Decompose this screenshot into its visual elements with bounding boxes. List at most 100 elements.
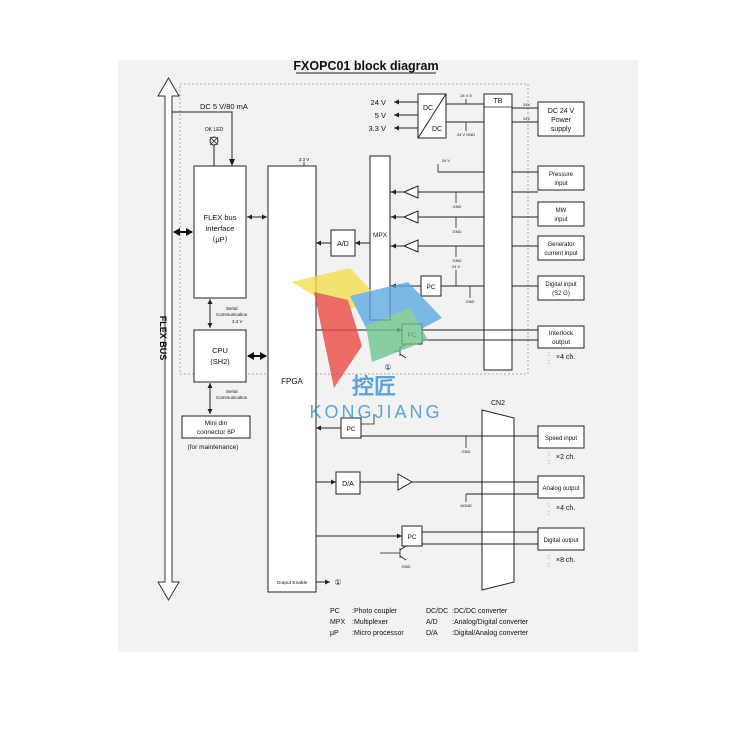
pc1-label: PC — [426, 284, 435, 291]
digin1: Digital input — [545, 282, 577, 288]
power-supply-block — [537, 101, 585, 137]
serial1: Serial — [226, 306, 238, 311]
gen1: Generator — [547, 242, 574, 248]
watermark-shape-green — [366, 308, 428, 362]
comm2: Communication — [216, 395, 248, 400]
flex-line2: interface — [206, 224, 235, 233]
fpga-3v: 3.3 V — [299, 157, 310, 162]
legend-abbr-2: μP — [330, 630, 339, 637]
legend: PC :Photo coupler MPX :Multiplexer μP :M… — [330, 608, 529, 637]
cn2-connector — [481, 409, 515, 591]
mini-line1: Mini din — [205, 420, 228, 427]
dcdc-top: DC — [423, 105, 433, 112]
ok-led-label: OK LED — [205, 127, 224, 133]
svg-text::: : — [548, 563, 550, 569]
maintenance-label: (for maintenance) — [188, 444, 239, 451]
tb-block — [483, 93, 513, 371]
svg-text::: : — [548, 352, 550, 358]
legend-abbr-4: A/D — [426, 619, 438, 626]
svg-text::: : — [548, 460, 550, 466]
gnd-4: GND — [466, 299, 475, 304]
digout: Digital output — [543, 538, 578, 544]
module-outline — [179, 83, 529, 375]
legend-desc-1: :Multiplexer — [352, 619, 388, 626]
gnd-3: GND — [453, 258, 462, 263]
mw-input-block — [537, 201, 585, 227]
gnd-6: GND — [402, 564, 411, 569]
digital-input-block — [537, 275, 585, 301]
diagram-title: FXOPC01 block diagram — [293, 59, 438, 73]
mw2: input — [554, 217, 567, 223]
legend-desc-2: :Micro processor — [352, 630, 404, 637]
pressure1: Pressure — [549, 172, 574, 178]
legend-abbr-5: D/A — [426, 630, 438, 637]
dc-input-arrow-icon — [229, 159, 235, 166]
legend-desc-5: :Digital/Analog converter — [452, 630, 529, 637]
fpga-label: FPGA — [281, 377, 303, 386]
dc-input-line — [172, 111, 233, 166]
analog-ch: ×4 ch. — [556, 505, 575, 512]
agnd: AGND — [460, 503, 472, 508]
dc-input-label: DC 5 V/80 mA — [200, 102, 248, 111]
pressure2: input — [554, 181, 567, 187]
interlock-ch: ×4 ch. — [556, 354, 575, 361]
svg-text::: : — [548, 452, 550, 458]
v5-label: 5 V — [375, 111, 386, 120]
watermark-logo: 控匠 KONGJIANG — [292, 268, 442, 422]
analog: Analog output — [542, 486, 579, 492]
da-label: D/A — [342, 481, 354, 488]
dcdc-bottom: DC — [432, 126, 442, 133]
speed-input-block — [537, 425, 585, 449]
analog-output-buffer-icon — [397, 473, 414, 491]
fpga-block — [267, 165, 317, 593]
da-block — [335, 471, 361, 495]
gnd-5: GND — [462, 449, 471, 454]
p24v-label: 24 V 5 — [460, 93, 472, 98]
gnd-2: GND — [453, 229, 462, 234]
legend-abbr-3: DC/DC — [426, 608, 448, 615]
tag-0v: 24V — [523, 116, 530, 121]
tb-label: TB — [494, 98, 503, 105]
gnd24-label: 24 V GND — [457, 132, 475, 137]
legend-desc-4: :Analog/Digital converter — [452, 619, 529, 626]
flex-line3: （μP） — [208, 235, 232, 244]
digout-ch: ×8 ch. — [556, 557, 575, 564]
circle-ref-2: ① — [334, 578, 341, 587]
digin2: (S2 G) — [552, 291, 570, 297]
digital-output-block — [537, 527, 585, 551]
ok-led-icon — [209, 136, 219, 166]
cpu-3v: 3.3 V — [232, 319, 243, 324]
pc4-label: PC — [407, 534, 416, 541]
circle-ref-1: ① — [384, 363, 391, 372]
legend-abbr-0: PC — [330, 608, 340, 615]
mini-din-block — [181, 415, 251, 439]
legend-desc-3: :DC/DC converter — [452, 608, 508, 615]
svg-text::: : — [548, 555, 550, 561]
analog-output-block — [537, 475, 585, 499]
cpu-block — [193, 329, 247, 383]
svg-text::: : — [548, 360, 550, 366]
pressure-input-block — [537, 165, 585, 191]
interlock-output-block — [537, 325, 585, 349]
watermark-cn: 控匠 — [352, 374, 396, 399]
ad-block — [330, 229, 356, 257]
digin-24v: 24 V — [452, 264, 461, 269]
gnd-1: GND — [453, 204, 462, 209]
watermark-en: KONGJIANG — [309, 402, 442, 422]
supply-line1: DC 24 V — [548, 108, 575, 115]
flex-bus-interface-block — [193, 165, 247, 299]
mpx-label: MPX — [373, 232, 388, 239]
v24-label: 24 V — [371, 98, 386, 107]
interlock2: output — [552, 339, 570, 346]
generator-input-block — [537, 235, 585, 261]
cpu-line1: CPU — [212, 346, 228, 355]
legend-abbr-1: MPX — [330, 619, 346, 626]
interlock1: Interlock — [549, 330, 574, 337]
v33-label: 3.3 V — [368, 124, 386, 133]
transistor-2-icon — [380, 545, 407, 561]
flex-line1: FLEX bus — [204, 213, 237, 222]
pc3-label: PC — [346, 426, 355, 433]
supply-line2: Power — [551, 117, 572, 124]
comm1: Communication — [216, 312, 248, 317]
